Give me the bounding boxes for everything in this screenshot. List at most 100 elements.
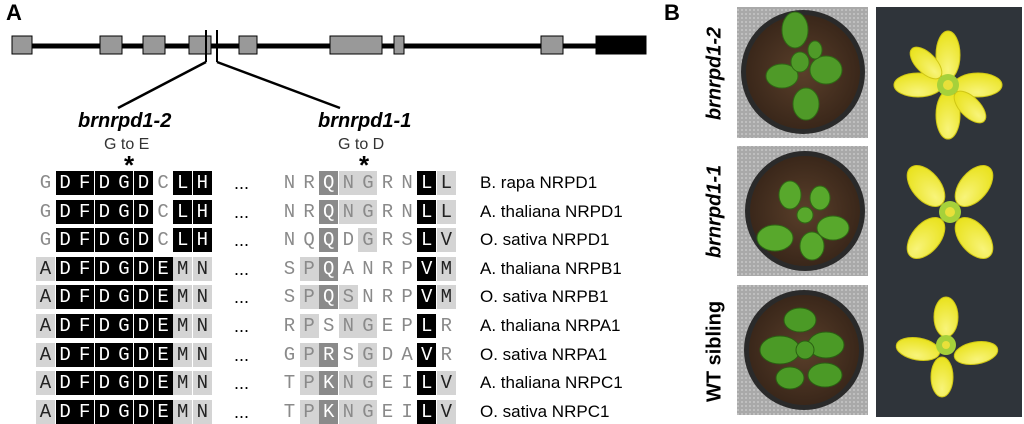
alignment-gap-ellipsis: ... — [234, 258, 250, 279]
exon-3 — [142, 35, 166, 55]
residue: D — [134, 228, 153, 253]
residue: A — [342, 257, 354, 280]
residue: H — [192, 228, 212, 253]
residue: C — [157, 200, 169, 223]
residue: N — [401, 200, 413, 223]
residue: G — [39, 172, 52, 194]
alignment-gap-ellipsis: ... — [234, 373, 250, 394]
exon-6 — [329, 35, 383, 55]
residue: D — [134, 171, 153, 195]
residue: D — [94, 342, 114, 367]
rosette-photo-brnrpd1-2 — [737, 7, 868, 138]
residue: D — [134, 256, 153, 281]
residue: E — [153, 256, 173, 281]
residue: F — [75, 171, 95, 195]
rosette-photo-brnrpd1-1 — [737, 146, 868, 276]
species-label: O. sativa NRPB1 — [480, 287, 609, 307]
residue: E — [153, 314, 173, 338]
residue: S — [322, 315, 335, 337]
mutation-change-2: G to D — [338, 136, 385, 153]
residue: N — [192, 399, 212, 424]
species-label: A. thaliana NRPC1 — [480, 373, 623, 393]
residue: S — [401, 229, 413, 252]
residue: M — [173, 314, 193, 338]
flower-photo-brnrpd1-1 — [906, 165, 994, 259]
residue: N — [338, 371, 358, 396]
species-label: B. rapa NRPD1 — [480, 173, 598, 192]
alignment-gap-ellipsis: ... — [234, 316, 250, 336]
alignment-gap-ellipsis: ... — [234, 201, 250, 222]
residue: D — [55, 342, 75, 367]
residue: N — [192, 285, 212, 310]
residue: D — [94, 285, 114, 310]
residue: R — [381, 286, 394, 309]
residue: N — [283, 229, 296, 252]
residue: T — [283, 400, 296, 423]
residue: Q — [303, 229, 315, 252]
residue: N — [283, 172, 296, 194]
exon-9-utr — [595, 35, 647, 55]
residue: L — [417, 171, 437, 195]
residue: Q — [319, 171, 339, 195]
gene-model-diagram — [11, 30, 647, 110]
residue: G — [358, 199, 378, 224]
residue: E — [153, 285, 173, 310]
residue: P — [299, 342, 319, 367]
residue: A — [36, 342, 55, 367]
mutation-name-2: brnrpd1-1 — [318, 110, 412, 132]
residue: L — [417, 399, 437, 424]
residue: Q — [319, 285, 339, 310]
alignment-gap-ellipsis: ... — [234, 344, 250, 365]
residue: M — [173, 399, 193, 424]
residue: E — [153, 399, 173, 424]
residue: D — [55, 171, 75, 195]
residue: L — [436, 171, 456, 195]
residue: D — [342, 229, 354, 252]
residue: N — [338, 399, 358, 424]
residue: P — [299, 285, 319, 310]
residue: L — [417, 199, 437, 224]
residue: N — [192, 256, 212, 281]
residue: R — [283, 315, 296, 337]
residue: D — [134, 314, 153, 338]
plant-label-brnrpd1-1: brnrpd1-1 — [703, 164, 726, 259]
residue: F — [75, 371, 95, 396]
residue: D — [381, 343, 394, 366]
residue: N — [192, 314, 212, 338]
residue: V — [436, 371, 456, 396]
residue: N — [338, 199, 358, 224]
residue: N — [192, 342, 212, 367]
residue: R — [381, 172, 394, 194]
mutation-marker-1: * — [124, 150, 135, 180]
mutation-name-1: brnrpd1-2 — [78, 110, 172, 132]
residue: K — [319, 371, 339, 396]
residue: D — [94, 314, 114, 338]
residue: I — [401, 400, 413, 423]
residue: G — [39, 200, 52, 223]
residue: P — [401, 315, 413, 337]
residue: D — [55, 256, 75, 281]
panel-a-label: A — [6, 0, 22, 25]
residue: D — [134, 342, 153, 367]
residue: D — [55, 199, 75, 224]
mutation-pointer-2 — [216, 60, 341, 110]
residue: F — [75, 342, 95, 367]
residue: A — [36, 399, 55, 424]
alignment-gap-ellipsis: ... — [234, 287, 250, 308]
species-label: O. sativa NRPC1 — [480, 401, 610, 421]
residue: G — [114, 256, 134, 281]
residue: Q — [319, 228, 339, 253]
residue: A — [36, 256, 55, 281]
residue: Q — [319, 256, 339, 281]
residue: H — [192, 171, 212, 195]
species-label: A. thaliana NRPB1 — [480, 258, 622, 278]
exon-5 — [238, 35, 258, 55]
residue: F — [75, 285, 95, 310]
